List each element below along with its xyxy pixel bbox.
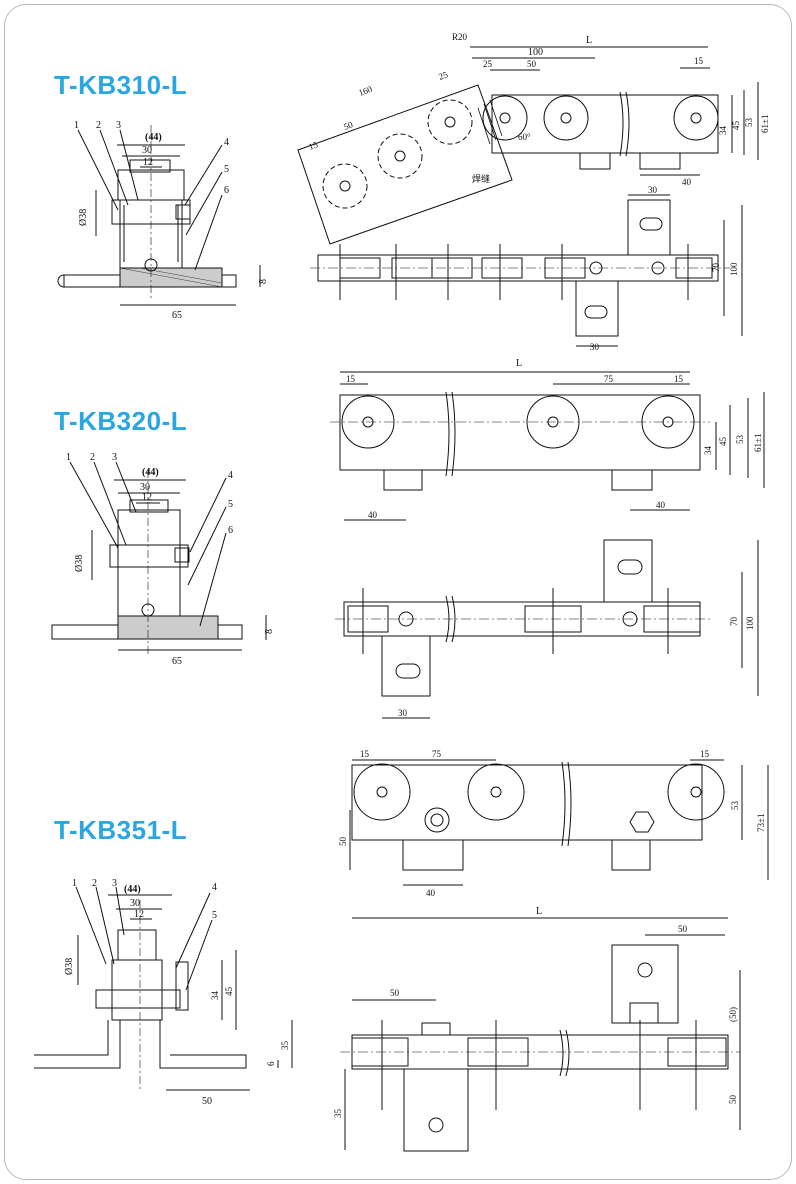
callout-1-a: 1 bbox=[74, 120, 79, 131]
section-title-kb310: T-KB310-L bbox=[54, 70, 188, 100]
callout-2-b: 2 bbox=[90, 452, 95, 463]
callout-5-b: 5 bbox=[228, 499, 233, 510]
dim-34-b: 34 bbox=[703, 446, 713, 456]
dim-100-c: 100 bbox=[745, 616, 755, 630]
dim-44-b: (44) bbox=[142, 467, 159, 478]
kb351-cross-section bbox=[34, 886, 293, 1091]
dim-60deg: 60° bbox=[518, 132, 531, 142]
dim-61-a: 61±1 bbox=[760, 115, 770, 133]
dim-6: 6 bbox=[266, 1061, 276, 1066]
dim-50-c: 50 bbox=[202, 1096, 212, 1107]
dim-15-e: 15 bbox=[360, 749, 370, 759]
dim-65-a: 65 bbox=[172, 310, 182, 321]
dim-45-a: 45 bbox=[731, 121, 741, 131]
dim-50-f: 50 bbox=[678, 924, 688, 934]
dim-25-a: 25 bbox=[483, 59, 493, 69]
kb320-top-view bbox=[335, 539, 759, 719]
dim-12-c: 12 bbox=[134, 909, 144, 920]
dim-15-c: 15 bbox=[346, 374, 356, 384]
dim-12-b: 12 bbox=[142, 492, 152, 503]
dim-75-a: 75 bbox=[604, 374, 614, 384]
dim-8-a: 8 bbox=[258, 279, 269, 284]
section-title-kb351: T-KB351-L bbox=[54, 815, 188, 845]
dim-8-b: 8 bbox=[264, 629, 275, 634]
kb320-side-view bbox=[330, 371, 765, 521]
callout-5-a: 5 bbox=[224, 164, 229, 175]
dim-15-d: 15 bbox=[674, 374, 684, 384]
kb351-side-view bbox=[349, 759, 769, 886]
dim-50-d: 50 bbox=[338, 837, 348, 847]
dim-38-c: Ø38 bbox=[64, 958, 75, 975]
weld-label: 焊缝 bbox=[472, 173, 490, 184]
dim-100-a: 100 bbox=[528, 47, 543, 58]
dim-50-a: 50 bbox=[527, 59, 537, 69]
dim-L-c: L bbox=[536, 906, 542, 917]
dim-35-b: 35 bbox=[333, 1109, 343, 1119]
kb320-cross-section bbox=[51, 461, 267, 655]
callout-3-a: 3 bbox=[116, 120, 121, 131]
dim-30-b: 30 bbox=[648, 185, 658, 195]
section-title-kb320: T-KB320-L bbox=[54, 406, 188, 436]
callout-6-a: 6 bbox=[224, 185, 229, 196]
dim-70-b: 70 bbox=[729, 617, 739, 627]
dim-53-c: 53 bbox=[730, 801, 740, 811]
callout-1-b: 1 bbox=[66, 452, 71, 463]
dim-73: 73±1 bbox=[756, 814, 766, 832]
callout-2-a: 2 bbox=[96, 120, 101, 131]
kb310-cross-section bbox=[57, 125, 261, 306]
dim-45-b: 45 bbox=[718, 437, 728, 447]
callout-3-c: 3 bbox=[112, 878, 117, 889]
dim-35-a: 35 bbox=[280, 1041, 290, 1051]
dim-30-d: 30 bbox=[140, 482, 150, 493]
callout-5-c: 5 bbox=[212, 910, 217, 921]
dim-53-a: 53 bbox=[744, 118, 754, 128]
callout-4-b: 4 bbox=[228, 470, 233, 481]
dim-15-a: 15 bbox=[694, 56, 704, 66]
dim-15-f: 15 bbox=[700, 749, 710, 759]
dim-53-b: 53 bbox=[735, 435, 745, 445]
dim-40-d: 40 bbox=[426, 888, 436, 898]
dim-r20: R20 bbox=[452, 32, 468, 42]
dim-40-b: 40 bbox=[368, 510, 378, 520]
dim-61-b: 61±1 bbox=[753, 434, 763, 452]
dim-50-e: 50 bbox=[390, 988, 400, 998]
dim-38-a: Ø38 bbox=[78, 209, 89, 226]
dim-30-e: 30 bbox=[398, 708, 408, 718]
callout-4-a: 4 bbox=[224, 137, 229, 148]
dim-15-b: 15 bbox=[307, 139, 319, 152]
dim-45-c: 45 bbox=[224, 987, 234, 997]
dim-34-a: 34 bbox=[718, 126, 728, 136]
callout-1-c: 1 bbox=[72, 878, 77, 889]
dim-70-a: 70 bbox=[711, 263, 721, 273]
dim-40-c: 40 bbox=[656, 500, 666, 510]
dim-30-f: 30 bbox=[130, 898, 140, 909]
dim-44-a: (44) bbox=[145, 132, 162, 143]
dim-50-b: 50 bbox=[342, 119, 354, 132]
dim-25-b: 25 bbox=[437, 69, 449, 82]
dim-30-c: 30 bbox=[590, 342, 600, 352]
callout-6-b: 6 bbox=[228, 525, 233, 536]
kb310-side-view bbox=[297, 46, 759, 245]
dim-100-b: 100 bbox=[729, 262, 739, 276]
dim-75-b: 75 bbox=[432, 749, 442, 759]
dim-160: 160 bbox=[357, 84, 374, 98]
dim-L-b: L bbox=[516, 358, 522, 369]
dim-12-a: 12 bbox=[143, 157, 153, 168]
dim-50p: (50) bbox=[728, 1007, 738, 1022]
dim-L-a: L bbox=[586, 35, 592, 46]
kb310-top-view bbox=[310, 194, 743, 347]
dim-44-c: (44) bbox=[124, 884, 141, 895]
callout-4-c: 4 bbox=[212, 882, 217, 893]
dim-34-c: 34 bbox=[210, 991, 220, 1001]
kb351-top-view bbox=[340, 917, 741, 1152]
dim-40-a: 40 bbox=[682, 177, 692, 187]
callout-2-c: 2 bbox=[92, 878, 97, 889]
dim-50-g: 50 bbox=[728, 1095, 738, 1105]
callout-3-b: 3 bbox=[112, 452, 117, 463]
dim-38-b: Ø38 bbox=[74, 555, 85, 572]
dim-65-b: 65 bbox=[172, 656, 182, 667]
dim-30-a: 30 bbox=[142, 145, 152, 156]
